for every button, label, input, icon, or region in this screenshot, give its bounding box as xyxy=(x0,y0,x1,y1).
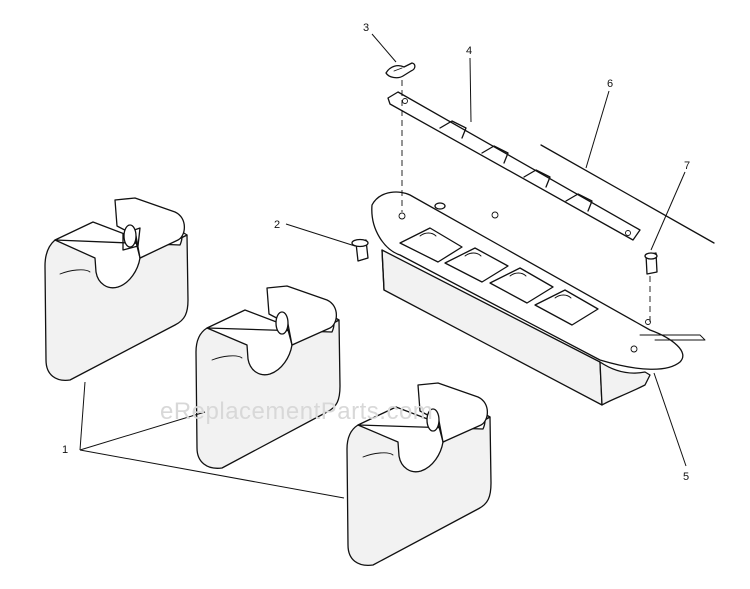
part-1-weight-b xyxy=(195,285,341,469)
callout-7: 7 xyxy=(684,160,690,172)
part-7-screw xyxy=(644,252,658,322)
callout-6: 6 xyxy=(607,78,613,90)
part-1-weight-c xyxy=(346,382,492,566)
part-5-weight-bracket xyxy=(371,191,706,406)
callout-2: 2 xyxy=(274,219,280,231)
part-6-rod xyxy=(540,144,715,244)
part-4-plate xyxy=(387,91,641,241)
callout-3: 3 xyxy=(363,22,369,34)
callout-4: 4 xyxy=(466,45,472,57)
callout-5: 5 xyxy=(683,471,689,483)
leader-lines xyxy=(79,33,687,499)
callout-labels: 3 4 6 7 2 5 1 xyxy=(62,22,690,483)
watermark: eReplacementParts.com xyxy=(160,398,433,425)
part-3-clip-pin xyxy=(385,62,416,212)
part-1-weight-a xyxy=(44,197,189,381)
part-2-bolt xyxy=(351,238,369,262)
callout-1: 1 xyxy=(62,444,68,456)
